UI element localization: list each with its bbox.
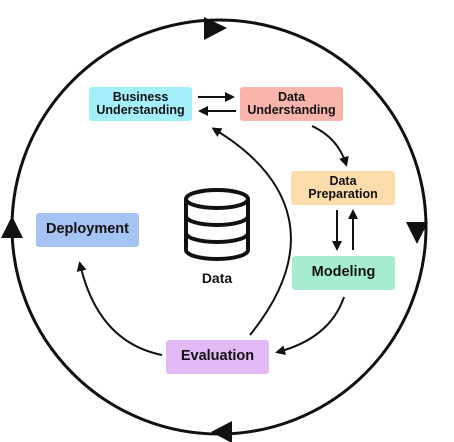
outer-cycle-arrowhead-right — [406, 222, 428, 244]
node-business-understanding-label: Business Understanding — [96, 89, 185, 117]
node-deployment: Deployment — [36, 213, 139, 247]
outer-cycle-arrowhead-bottom — [211, 421, 232, 442]
node-business-understanding: Business Understanding — [89, 87, 192, 121]
arrow-modeling-to-evaluation — [275, 296, 345, 356]
outer-cycle-arrowhead-top — [204, 17, 227, 40]
node-evaluation-label: Evaluation — [180, 348, 255, 365]
arrow-evaluation-to-deployment — [76, 261, 163, 356]
node-data-preparation-label: Data Preparation — [308, 173, 378, 201]
node-evaluation: Evaluation — [166, 340, 269, 374]
corner-fragment: ) — [0, 6, 1, 32]
database-icon — [184, 188, 250, 261]
node-modeling-label: Modeling — [311, 264, 376, 281]
outer-cycle-arrowhead-left — [1, 216, 23, 238]
node-data-preparation: Data Preparation — [291, 171, 395, 205]
node-data-understanding: Data Understanding — [240, 87, 343, 121]
arrow-evaluation-to-business — [211, 127, 292, 336]
arrow-data-understanding-to-preparation — [311, 125, 349, 167]
center-data-label: Data — [201, 270, 233, 286]
node-deployment-label: Deployment — [46, 221, 129, 238]
node-modeling: Modeling — [292, 256, 395, 290]
node-data-understanding-label: Data Understanding — [247, 89, 336, 117]
